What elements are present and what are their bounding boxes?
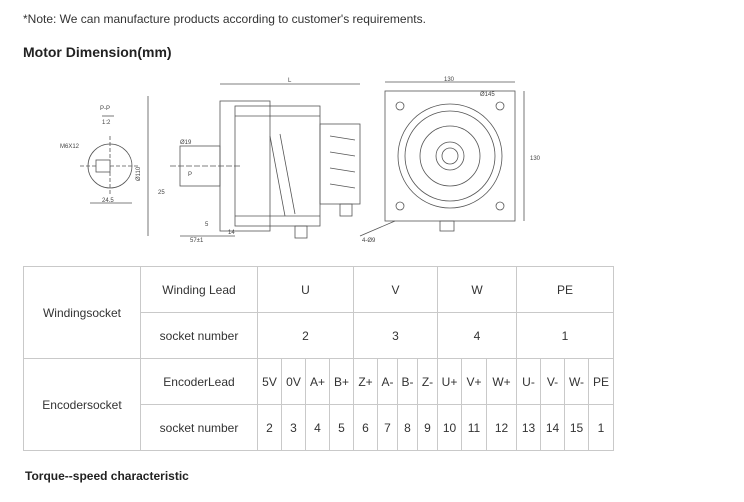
winding-socket-cell: 4	[437, 312, 517, 359]
front-height: 130	[530, 156, 540, 162]
winding-lead-cell: U	[257, 266, 354, 313]
encoder-socket-cell: 10	[437, 404, 462, 451]
diameter-dimension: Ø110	[136, 166, 142, 181]
encoder-lead-cell: W-	[564, 358, 589, 405]
front-flange	[384, 90, 516, 222]
length-dimension: L	[288, 78, 292, 84]
thread-label: M6X12	[60, 144, 80, 150]
flange-diameter: Ø145	[480, 92, 495, 98]
encoder-socket-cell: 2	[257, 404, 282, 451]
encoder-socket-cell: 8	[397, 404, 418, 451]
encoder-lead-cell: W+	[486, 358, 517, 405]
encoder-socket-cell: 4	[305, 404, 330, 451]
mounting-holes: 4-Ø9	[362, 238, 376, 244]
winding-lead-label: Winding Lead	[140, 266, 258, 313]
encoder-lead-cell: B-	[397, 358, 418, 405]
section-title: Motor Dimension(mm)	[23, 44, 172, 60]
encoder-socket-number-label: socket number	[140, 404, 258, 451]
winding-socket-cell: 3	[353, 312, 438, 359]
winding-lead-cell: PE	[516, 266, 614, 313]
encoder-lead-cell: Z-	[417, 358, 438, 405]
torque-speed-heading: Torque--speed characteristic	[25, 469, 189, 483]
dimension-57: 57±1	[190, 238, 204, 244]
encoder-lead-label: EncoderLead	[140, 358, 258, 405]
encoder-socket-cell: 14	[540, 404, 565, 451]
encoder-lead-cell: 0V	[281, 358, 306, 405]
encoder-socket-cell: 5	[329, 404, 354, 451]
encoder-lead-cell: U-	[516, 358, 541, 405]
encoder-lead-cell: Z+	[353, 358, 378, 405]
encoder-socket-label: Encodersocket	[23, 358, 141, 451]
dimension-25: 25	[158, 190, 165, 196]
winding-lead-cell: W	[437, 266, 517, 313]
encoder-lead-cell: V-	[540, 358, 565, 405]
encoder-lead-cell: A-	[377, 358, 398, 405]
encoder-socket-cell: 12	[486, 404, 517, 451]
encoder-lead-cell: U+	[437, 358, 462, 405]
encoder-lead-cell: B+	[329, 358, 354, 405]
motor-body	[234, 105, 321, 227]
encoder-socket-cell: 11	[461, 404, 487, 451]
width-dimension: 24.5	[102, 198, 114, 204]
p-marker: P	[188, 172, 192, 178]
motor-dimension-drawing: P-P 1:2 M6X12 24.5 L Ø110 Ø19 P 25 5 14 …	[60, 77, 540, 244]
encoder-socket-cell: 13	[516, 404, 541, 451]
front-width: 130	[444, 77, 455, 83]
encoder-socket-cell: 9	[417, 404, 438, 451]
encoder-socket-cell: 15	[564, 404, 589, 451]
encoder-lead-cell: 5V	[257, 358, 282, 405]
winding-socket-number-label: socket number	[140, 312, 258, 359]
winding-socket-cell: 1	[516, 312, 614, 359]
encoder-lead-cell: PE	[588, 358, 614, 405]
shaft-diameter: Ø19	[180, 140, 192, 146]
encoder-socket-cell: 3	[281, 404, 306, 451]
winding-socket-label: Windingsocket	[23, 266, 141, 359]
encoder-lead-cell: V+	[461, 358, 487, 405]
section-scale: 1:2	[102, 120, 111, 126]
encoder-lead-cell: A+	[305, 358, 330, 405]
dimension-5: 5	[205, 222, 209, 228]
encoder-socket-cell: 7	[377, 404, 398, 451]
winding-lead-cell: V	[353, 266, 438, 313]
dimension-14: 14	[228, 230, 235, 236]
note-text: *Note: We can manufacture products accor…	[23, 12, 426, 26]
encoder-socket-cell: 1	[588, 404, 614, 451]
section-label: P-P	[100, 106, 110, 112]
encoder-housing	[319, 123, 361, 205]
winding-socket-cell: 2	[257, 312, 354, 359]
encoder-socket-cell: 6	[353, 404, 378, 451]
